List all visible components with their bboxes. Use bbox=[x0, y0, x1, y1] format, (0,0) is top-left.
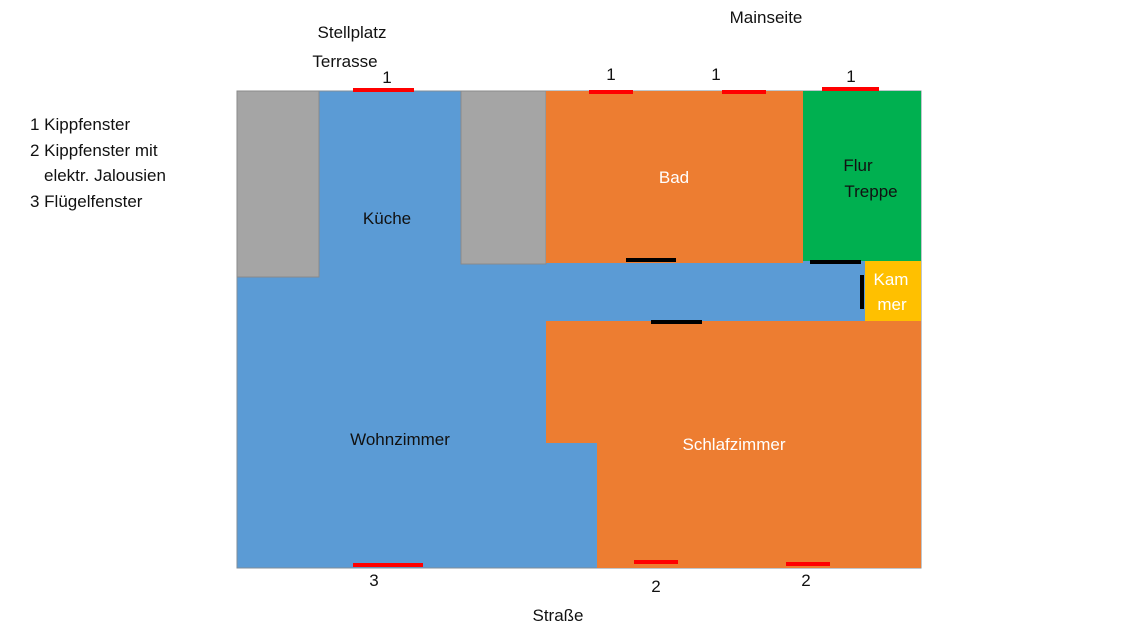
window-number: 1 bbox=[846, 67, 856, 86]
legend: 1 Kippfenster 2 Kippfenster mit elektr. … bbox=[30, 112, 166, 214]
window-number: 1 bbox=[711, 65, 721, 84]
room-label-kammer-2: mer bbox=[877, 295, 907, 314]
window-top-bad-2 bbox=[722, 90, 766, 94]
legend-item: 1 Kippfenster bbox=[30, 115, 131, 134]
room-label-flur: Flur bbox=[843, 156, 873, 175]
gray-block-middle bbox=[460, 90, 547, 265]
label-strasse: Straße bbox=[532, 606, 584, 625]
window-top-flur bbox=[822, 87, 879, 91]
room-label-kueche: Küche bbox=[362, 209, 412, 228]
room-kammer bbox=[865, 261, 921, 321]
room-label-kammer-1: Kam bbox=[873, 270, 909, 289]
window-number: 1 bbox=[606, 65, 616, 84]
door-schlafzimmer bbox=[651, 320, 702, 324]
room-flur bbox=[803, 91, 921, 261]
room-label-schlafzimmer: Schlafzimmer bbox=[682, 435, 786, 454]
room-label-wohnzimmer: Wohnzimmer bbox=[350, 430, 450, 449]
door-kammer bbox=[860, 275, 864, 309]
window-bottom-wohn bbox=[353, 563, 423, 567]
window-bottom-schlaf-2 bbox=[786, 562, 830, 566]
room-schlafzimmer bbox=[546, 321, 921, 568]
door-bad bbox=[626, 258, 676, 262]
legend-item: 3 Flügelfenster bbox=[30, 191, 143, 211]
room-label-treppe: Treppe bbox=[844, 182, 898, 201]
window-top-bad-1 bbox=[589, 90, 633, 94]
label-terrasse: Terrasse bbox=[312, 52, 378, 71]
window-number: 1 bbox=[382, 68, 392, 87]
room-label-bad: Bad bbox=[658, 168, 690, 187]
gray-block-left bbox=[236, 90, 320, 278]
window-top-terrasse bbox=[353, 88, 414, 92]
legend-item: elektr. Jalousien bbox=[44, 166, 166, 185]
door-flur bbox=[810, 260, 861, 264]
window-bottom-schlaf-1 bbox=[634, 560, 678, 564]
room-bad bbox=[546, 91, 803, 263]
window-number: 2 bbox=[651, 577, 661, 596]
legend-item: 2 Kippfenster mit bbox=[30, 140, 158, 160]
label-mainseite: Mainseite bbox=[729, 8, 803, 27]
window-number: 2 bbox=[801, 571, 811, 590]
label-stellplatz: Stellplatz bbox=[317, 23, 387, 42]
window-number: 3 bbox=[369, 571, 379, 590]
